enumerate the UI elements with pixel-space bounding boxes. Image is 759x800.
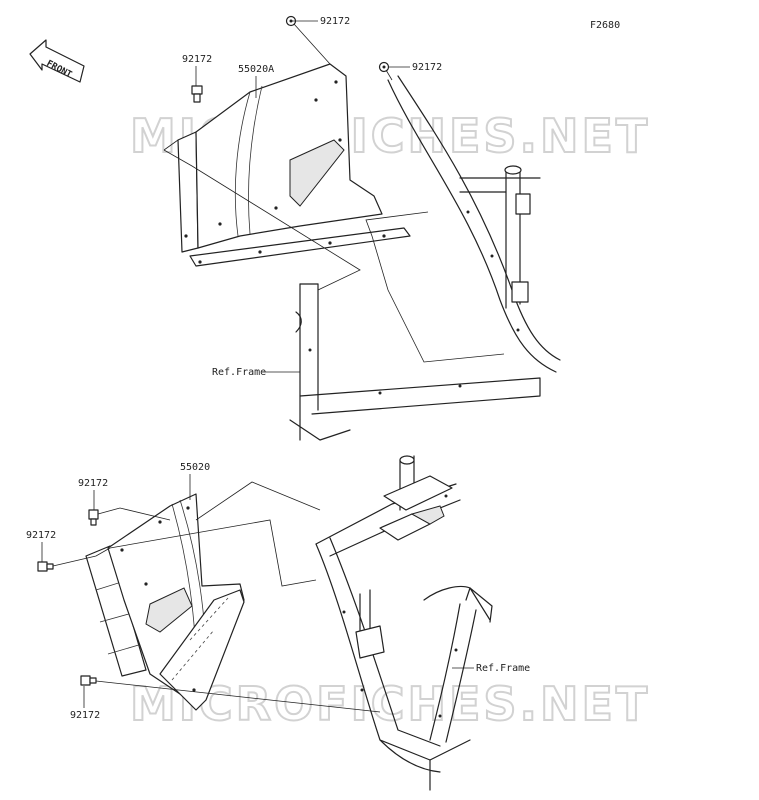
- callout-ref-frame-top: Ref.Frame: [212, 367, 266, 378]
- top-guard-55020a: [177, 63, 411, 267]
- bolt-icon: [88, 509, 99, 526]
- bottom-frame: [315, 455, 493, 791]
- bolt-icon: [37, 561, 54, 572]
- callout-55020a: 55020A: [238, 64, 274, 75]
- callout-55020: 55020: [180, 462, 210, 473]
- bolt-icon: [191, 85, 203, 103]
- bolt-icon: [80, 675, 97, 686]
- figure-code: F2680: [590, 20, 620, 31]
- callout-92172-bottom-upper: 92172: [78, 478, 108, 489]
- callout-92172-bottom-lower: 92172: [70, 710, 100, 721]
- callout-92172-bottom-middle: 92172: [26, 530, 56, 541]
- bottom-guard-55020: [85, 493, 245, 711]
- bolt-icon: [378, 61, 390, 73]
- callout-92172-top-left: 92172: [182, 54, 212, 65]
- front-arrow-icon: FRONT: [29, 39, 85, 83]
- top-frame: [289, 75, 561, 441]
- callout-ref-frame-bottom: Ref.Frame: [476, 663, 530, 674]
- callout-92172-top-right: 92172: [412, 62, 442, 73]
- watermark-bottom: MICROFICHES.NET: [130, 677, 650, 731]
- callout-92172-top-center: 92172: [320, 16, 350, 27]
